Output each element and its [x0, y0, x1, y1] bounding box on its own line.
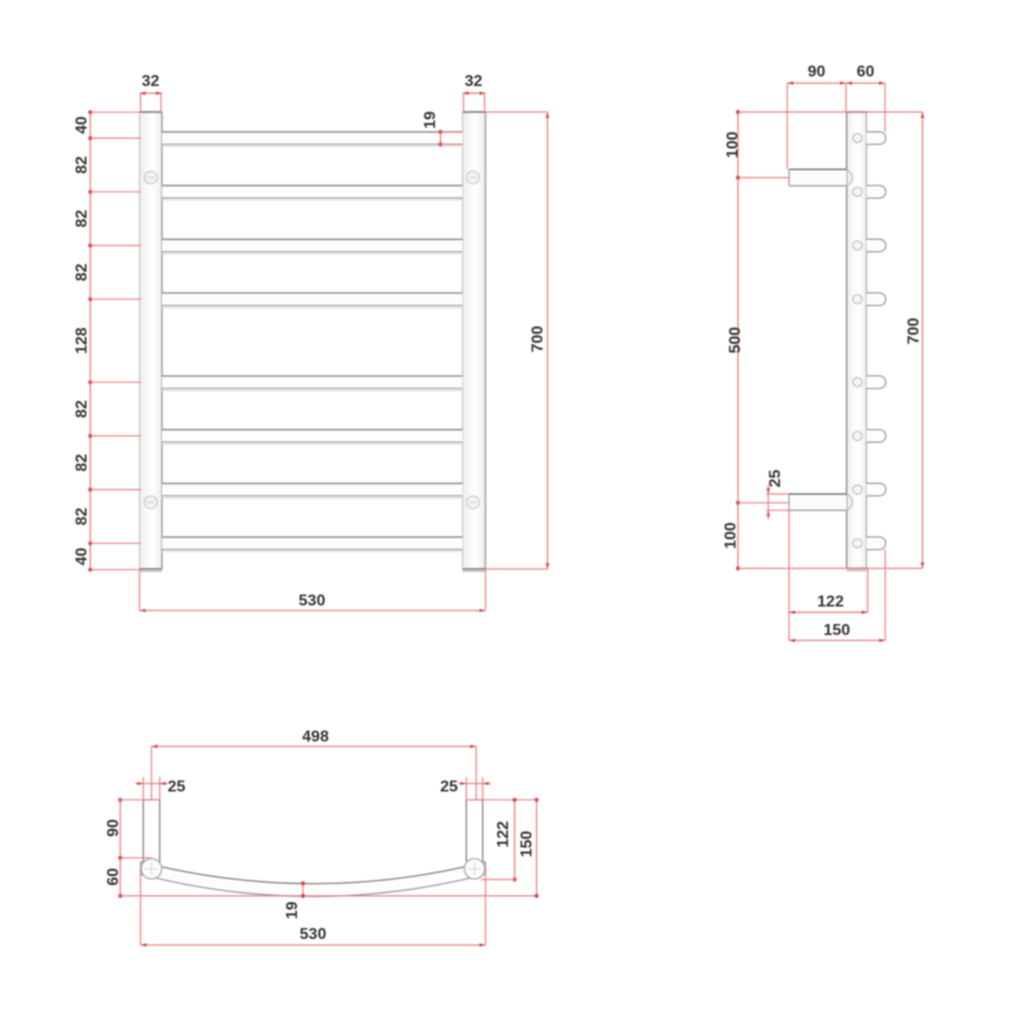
svg-text:700: 700	[906, 318, 923, 345]
svg-text:90: 90	[105, 819, 122, 837]
svg-text:32: 32	[465, 73, 483, 90]
svg-text:700: 700	[530, 326, 547, 353]
svg-text:82: 82	[74, 156, 91, 174]
svg-text:82: 82	[74, 400, 91, 418]
svg-text:19: 19	[422, 111, 439, 129]
svg-text:19: 19	[284, 901, 301, 919]
svg-text:90: 90	[808, 64, 826, 81]
svg-text:498: 498	[302, 729, 329, 746]
svg-text:82: 82	[74, 507, 91, 525]
svg-text:82: 82	[74, 210, 91, 228]
svg-text:25: 25	[767, 470, 784, 488]
svg-text:128: 128	[74, 327, 91, 354]
svg-text:60: 60	[105, 868, 122, 886]
svg-text:122: 122	[817, 594, 844, 611]
svg-text:25: 25	[440, 779, 458, 796]
svg-text:122: 122	[495, 821, 512, 848]
svg-text:40: 40	[74, 116, 91, 134]
svg-text:25: 25	[168, 779, 186, 796]
svg-text:530: 530	[300, 926, 327, 943]
svg-text:150: 150	[823, 622, 850, 639]
svg-text:40: 40	[74, 548, 91, 566]
svg-text:100: 100	[723, 522, 740, 549]
svg-text:60: 60	[857, 64, 875, 81]
svg-text:100: 100	[725, 131, 742, 158]
svg-text:150: 150	[518, 831, 535, 858]
svg-text:82: 82	[74, 454, 91, 472]
svg-text:530: 530	[299, 593, 326, 610]
svg-text:500: 500	[727, 327, 744, 354]
svg-text:82: 82	[74, 263, 91, 281]
svg-text:32: 32	[142, 73, 160, 90]
